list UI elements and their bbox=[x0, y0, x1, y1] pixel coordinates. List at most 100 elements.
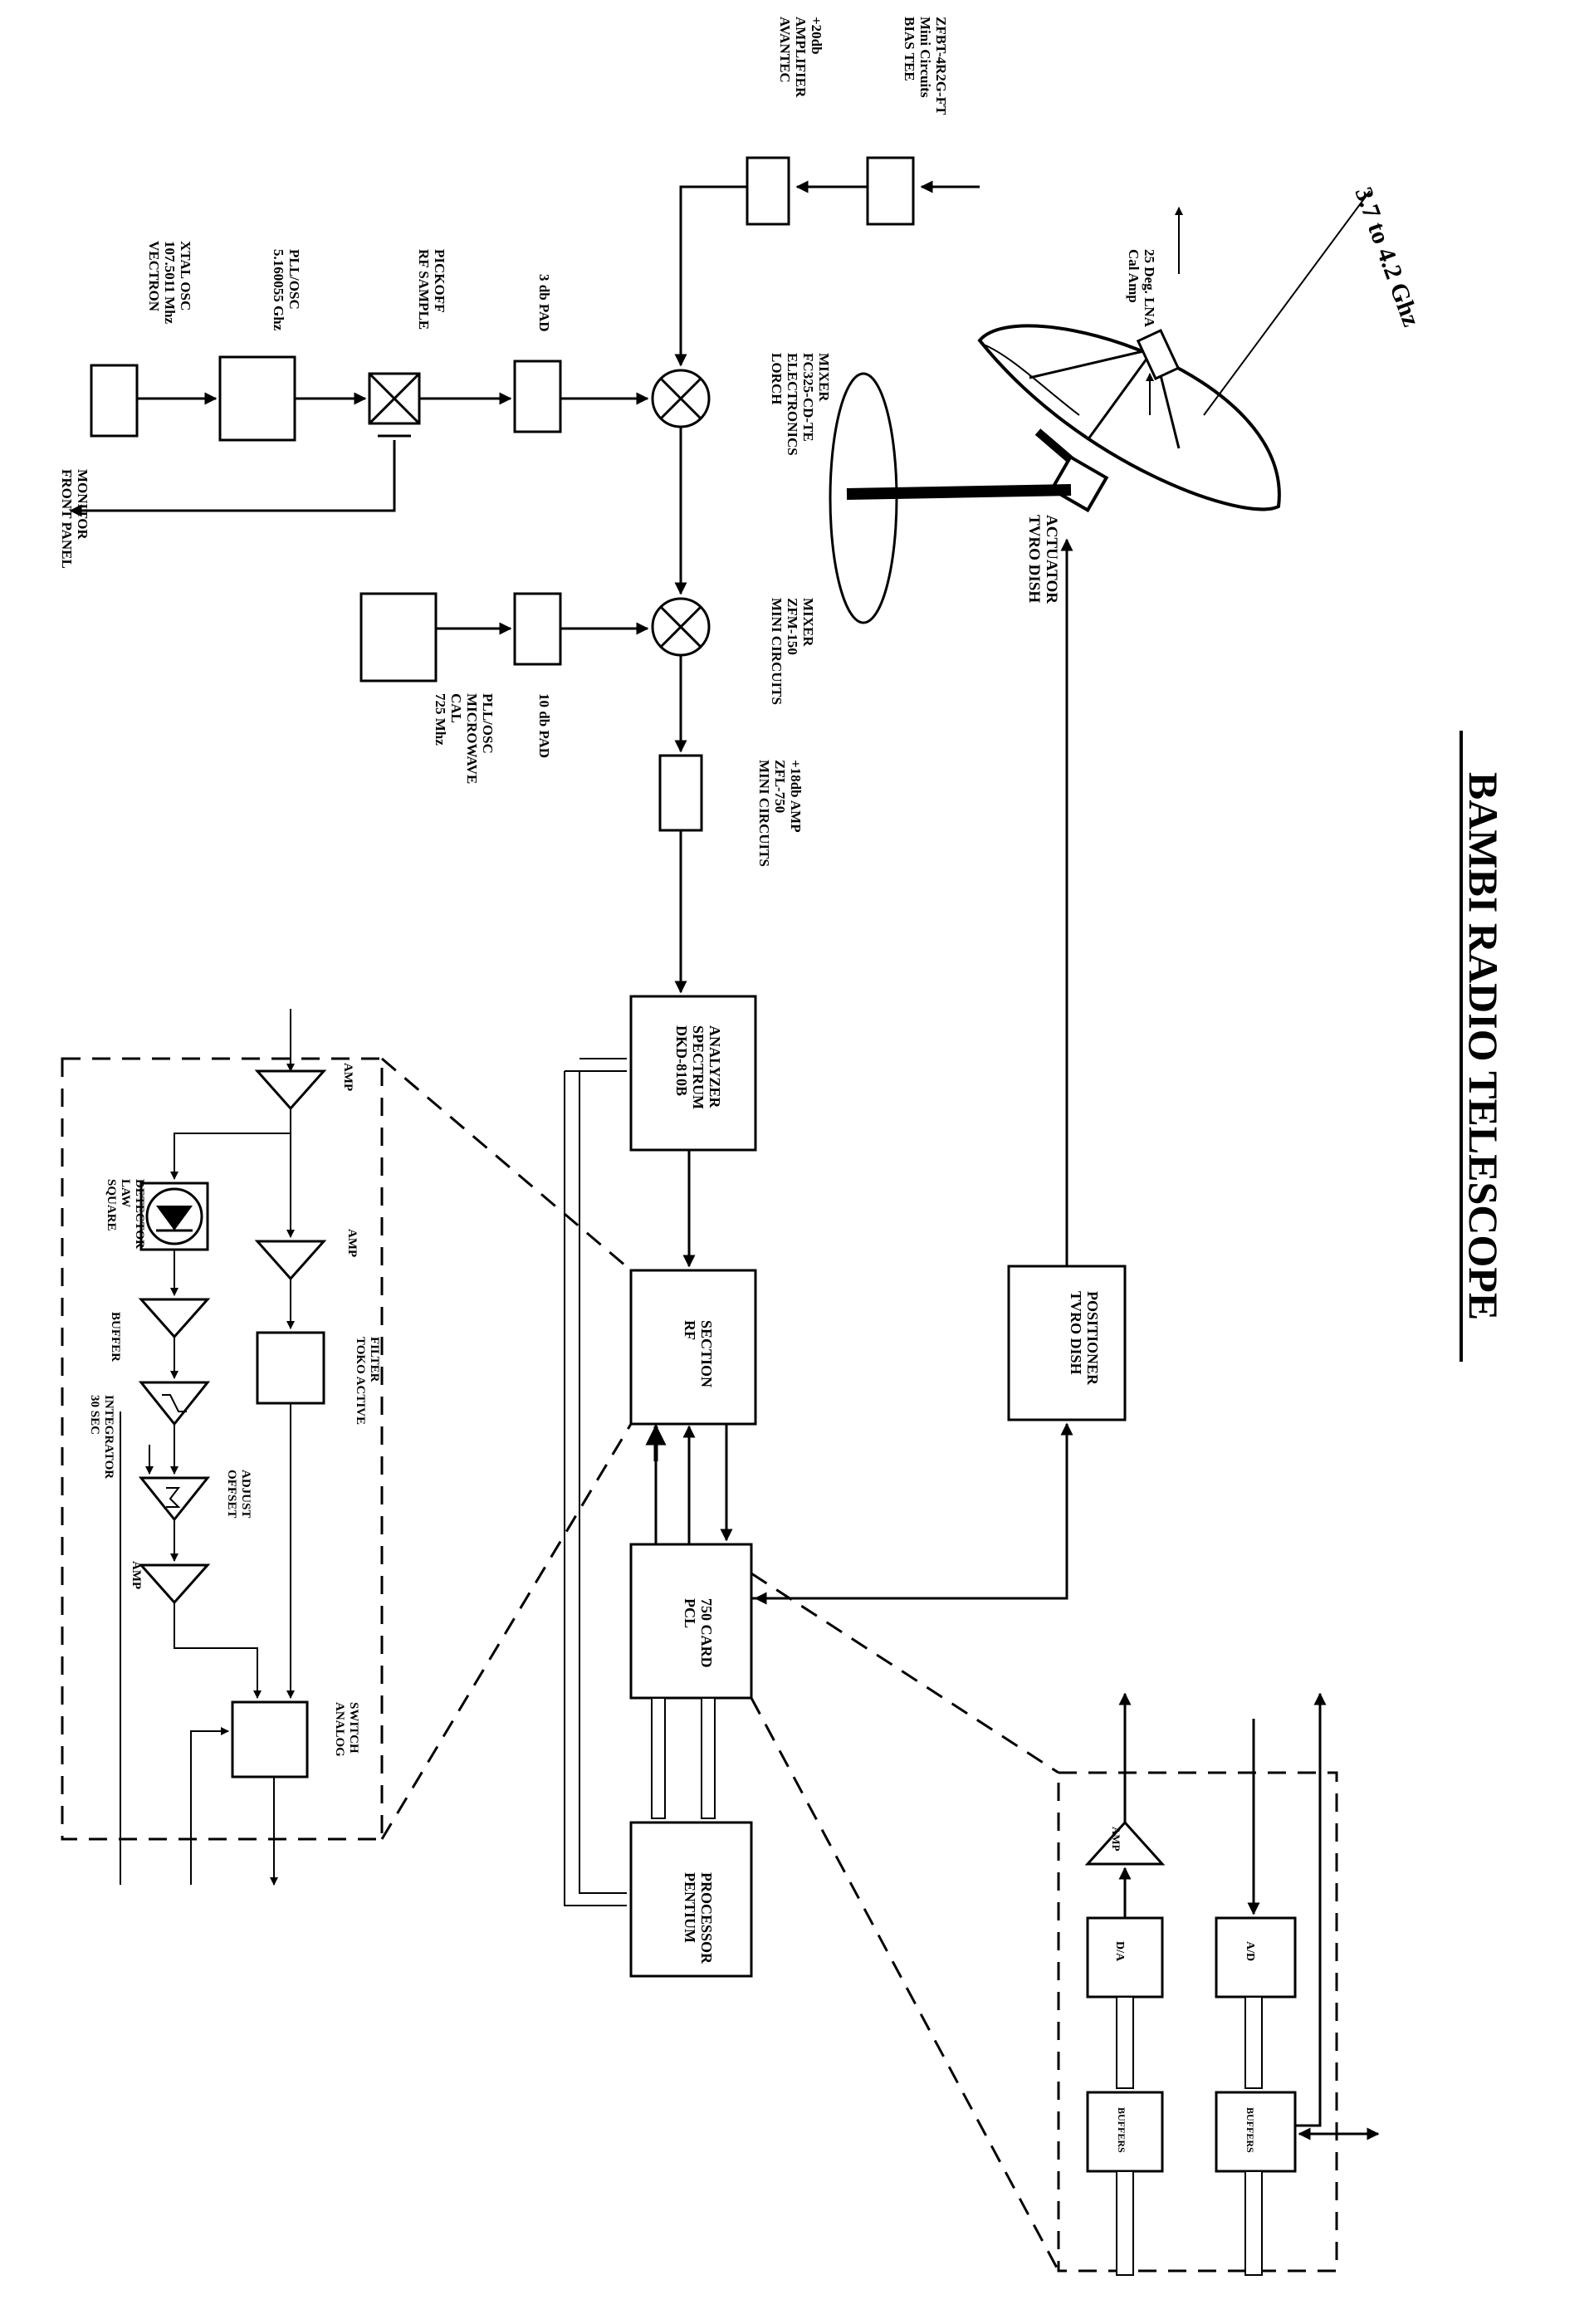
mixer2-label-line: ZFM-150 bbox=[785, 598, 800, 655]
second-mixer bbox=[651, 597, 711, 657]
lna-label-line: Cal Amp bbox=[1126, 249, 1142, 303]
pcl-label-line: PCL bbox=[682, 1598, 698, 1628]
integrator-label-line: 30 SEC bbox=[88, 1395, 101, 1435]
ad-label-line: A/D bbox=[1244, 1941, 1256, 1961]
buffer-label: BUFFER bbox=[109, 1312, 122, 1362]
cal-osc-box bbox=[359, 592, 438, 683]
detector-label-line: LAW bbox=[119, 1179, 132, 1207]
toko-label-line: FILTER bbox=[368, 1337, 381, 1382]
rf-amp1-label: AMP bbox=[341, 1063, 354, 1091]
cal-osc-label-line: CAL bbox=[448, 693, 464, 723]
band-label: 3.7 to 4.2 Ghz bbox=[1349, 183, 1425, 330]
lorch-label-line: FC325-CD-TE bbox=[800, 353, 816, 442]
pad-10db-box bbox=[513, 592, 562, 666]
page-title: BAMBI RADIO TELESCOPE bbox=[1460, 772, 1507, 1320]
pad10-label-line: 10 db PAD bbox=[536, 693, 552, 758]
pcl-card-box bbox=[629, 1543, 753, 1700]
amp18-label-line: +18db AMP bbox=[788, 760, 804, 833]
pcl-label-line: 750 CARD bbox=[698, 1598, 715, 1668]
pad-3db-box bbox=[513, 360, 562, 433]
toko-label-line: TOKO ACTIVE bbox=[354, 1337, 367, 1425]
actuator-label-line: ACTUATOR bbox=[1043, 515, 1060, 604]
actuator-label-line: TVRO DISH bbox=[1025, 515, 1043, 603]
feed-line bbox=[1203, 190, 1371, 416]
pcl-amp-label-line: AMP bbox=[1110, 1827, 1122, 1852]
avantec-label-line: +20db bbox=[809, 17, 824, 55]
buffers1-label-line: BUFFERS bbox=[1116, 2107, 1127, 2153]
pcl-amp-label: AMP bbox=[1110, 1827, 1122, 1852]
buffer-label-line: BUFFER bbox=[109, 1312, 122, 1362]
bias-tee-box bbox=[866, 156, 915, 226]
pll-label-line: 5.160055 Ghz bbox=[271, 249, 286, 331]
vectron-label-line: VECTRON bbox=[146, 241, 162, 312]
rf-section-label-line: RF bbox=[682, 1320, 698, 1340]
rf-amp2-label-line: AMP bbox=[345, 1229, 359, 1257]
spectrum-label-line: ANALYZER bbox=[707, 1025, 723, 1108]
dish-antenna bbox=[829, 207, 1281, 624]
avantec-amp-box bbox=[746, 156, 790, 226]
bias-tee-label-line: BIAS TEE bbox=[902, 17, 917, 81]
offset-label-line: ADJUST bbox=[239, 1470, 252, 1518]
analog-switch-label-line: SWITCH bbox=[347, 1702, 360, 1754]
rf-pickoff-label-line: PICKOFF bbox=[432, 249, 447, 313]
positioner-box bbox=[1007, 1265, 1127, 1421]
spectrum-label-line: SPECTRUM bbox=[690, 1025, 707, 1109]
mixer2-label-line: MINI CIRCUITS bbox=[769, 598, 785, 705]
pad10-label: 10 db PAD bbox=[536, 693, 552, 758]
amp-18db-box bbox=[658, 754, 703, 832]
integrator-label-line: INTEGRATOR bbox=[102, 1395, 115, 1479]
cal-osc-label-line: PLL/OSC bbox=[480, 693, 496, 754]
pad3-label-line: 3 db PAD bbox=[536, 274, 552, 332]
band-group: 3.7 to 4.2 Ghz bbox=[1349, 183, 1425, 330]
bias-tee-label-line: ZFBT-4R2G-FT bbox=[933, 17, 949, 115]
pad3-label: 3 db PAD bbox=[536, 274, 552, 332]
bias-tee-label-line: Mini Circuits bbox=[917, 17, 933, 98]
lna-label-line: 25 Deg. LNA bbox=[1142, 249, 1157, 328]
front-panel-label-line: FRONT PANEL bbox=[59, 469, 75, 569]
mount-base bbox=[829, 372, 898, 624]
spectrum-analyzer-box bbox=[629, 995, 757, 1152]
lorch-label-line: LORCH bbox=[769, 353, 785, 404]
vectron-osc-box bbox=[90, 364, 139, 438]
cal-osc-label-line: MICROWAVE bbox=[464, 693, 480, 784]
pll-label-line: PLL/OSC bbox=[286, 249, 302, 310]
front-panel-label-line: MONITOR bbox=[75, 469, 90, 540]
lorch-label-line: ELECTRONICS bbox=[785, 353, 800, 456]
buffers1-label: BUFFERS bbox=[1116, 2107, 1127, 2153]
title-group: BAMBI RADIO TELESCOPE bbox=[1460, 731, 1507, 1362]
avantec-label-line: AVANTEC bbox=[777, 17, 793, 83]
buffers2-label: BUFFERS bbox=[1244, 2107, 1256, 2153]
vectron-label-line: 107.5011 Mhz bbox=[162, 241, 178, 325]
positioner-label-line: POSITIONER bbox=[1084, 1291, 1101, 1386]
rf-pickoff-label-line: RF SAMPLE bbox=[416, 249, 432, 330]
buffers2-label-line: BUFFERS bbox=[1244, 2107, 1256, 2153]
pentium-label-line: PENTIUM bbox=[682, 1872, 698, 1943]
cal-osc-label-line: 725 Mhz bbox=[433, 693, 448, 746]
positioner-label-line: TVRO DISH bbox=[1068, 1291, 1084, 1375]
avantec-label-line: AMPLIFIER bbox=[793, 17, 809, 98]
da-label-line: D/A bbox=[1113, 1941, 1126, 1962]
rf-section-label-line: SECTION bbox=[698, 1320, 715, 1387]
lorch-label-line: MIXER bbox=[816, 353, 832, 402]
lorch-mixer bbox=[651, 369, 711, 428]
